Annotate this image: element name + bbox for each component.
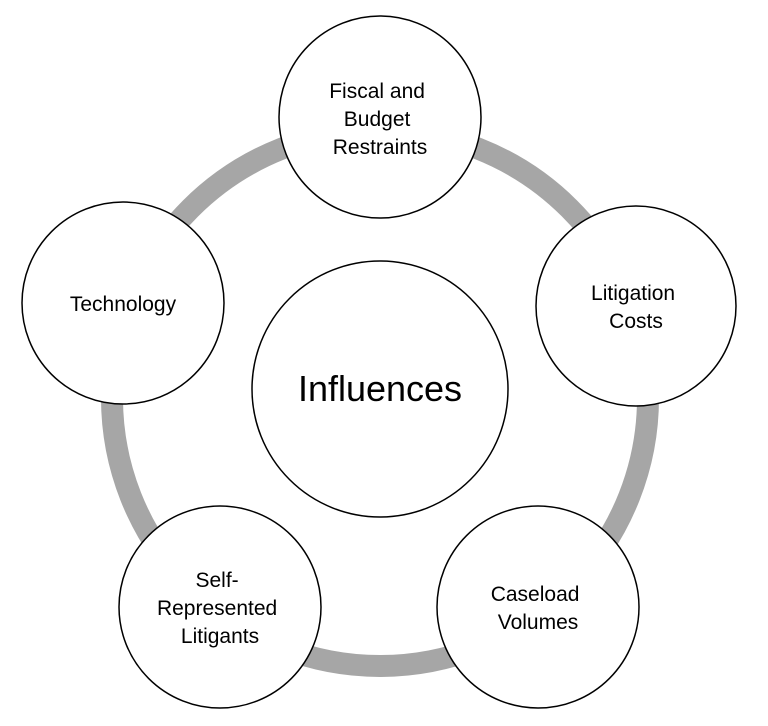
node-circle — [118, 505, 322, 709]
node-circle — [278, 15, 482, 219]
node-label-line: Budget — [344, 108, 411, 131]
node-label-line: Represented — [157, 597, 277, 620]
node-label-line: Litigation — [591, 282, 675, 305]
node-caseload-volumes: Caseload Volumes — [436, 505, 640, 709]
center-label: Influences — [298, 368, 462, 409]
center-circle — [251, 260, 509, 518]
node-label-line: Restraints — [333, 136, 428, 159]
node-label: Caseload Volumes — [491, 583, 586, 634]
node-label: Self- Represented Litigants — [157, 569, 283, 648]
node-label-line: Volumes — [498, 611, 579, 634]
node-label-line: Technology — [70, 293, 177, 316]
node-circle — [535, 205, 737, 407]
center-node: Influences — [251, 260, 509, 518]
node-circle — [21, 201, 225, 405]
node-technology: Technology — [21, 201, 225, 405]
node-circle — [436, 505, 640, 709]
node-label-line: Caseload — [491, 583, 580, 606]
node-label-line: Fiscal and — [329, 80, 425, 103]
node-label-line: Self- — [195, 569, 238, 592]
node-label: Technology — [70, 293, 177, 316]
node-label-line: Costs — [609, 310, 663, 333]
node-label-line: Litigants — [181, 625, 259, 648]
node-label: Litigation Costs — [591, 282, 681, 333]
node-litigation-costs: Litigation Costs — [535, 205, 737, 407]
node-label: Fiscal and Budget Restraints — [329, 80, 431, 159]
node-fiscal-budget-restraints: Fiscal and Budget Restraints — [278, 15, 482, 219]
node-self-represented-litigants: Self- Represented Litigants — [118, 505, 322, 709]
